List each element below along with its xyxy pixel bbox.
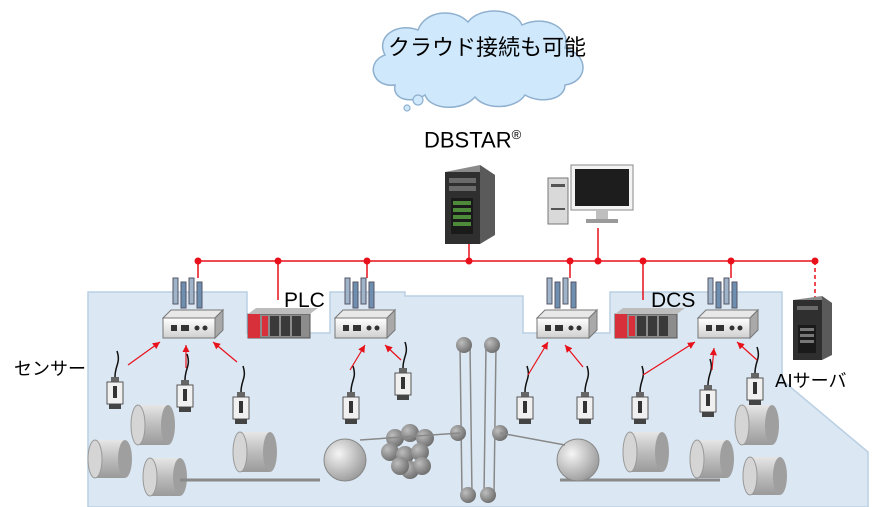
sensor-icon xyxy=(746,346,764,405)
roll-icon xyxy=(734,404,779,446)
roll-icon xyxy=(689,439,734,479)
sensor-icon xyxy=(576,365,594,424)
roll-icon xyxy=(742,456,787,496)
sensor-icon xyxy=(516,365,534,424)
sensor-icon xyxy=(342,365,360,424)
plc-icon xyxy=(247,308,318,339)
drum-icon xyxy=(323,438,367,482)
gateway-icon xyxy=(696,277,760,340)
sensor-icon xyxy=(631,365,649,424)
roll-icon xyxy=(130,404,175,446)
ai-server-icon xyxy=(793,296,832,360)
sensor-icon xyxy=(394,341,412,400)
roll-icon xyxy=(232,431,277,473)
workstation-icon xyxy=(547,164,634,225)
roller-icon xyxy=(411,443,429,461)
dcs-label: DCS xyxy=(651,289,696,312)
plc-label: PLC xyxy=(284,289,325,312)
roll-icon xyxy=(87,439,132,479)
dbstar-name: DBSTAR xyxy=(424,127,512,153)
web-path xyxy=(359,432,461,441)
gateway-icon xyxy=(333,277,397,340)
cloud-icon xyxy=(372,10,584,112)
roller-icon xyxy=(391,457,409,475)
guide-roller-icon xyxy=(456,337,472,353)
network-nodes xyxy=(194,257,819,265)
guide-roller-icon xyxy=(460,487,476,503)
process-equipment xyxy=(87,337,787,503)
roller-icon xyxy=(381,443,399,461)
dbstar-server-icon xyxy=(445,165,495,244)
guide-roller-icon xyxy=(484,337,500,353)
sensor-icon xyxy=(232,365,250,424)
registered-mark: ® xyxy=(511,127,522,142)
roll-icon xyxy=(142,457,187,497)
sensor-label: センサー xyxy=(14,359,86,380)
cloud-label: クラウド接続も可能 xyxy=(388,36,587,61)
web-path xyxy=(459,344,497,496)
sensor-icon xyxy=(106,350,124,409)
drum-icon xyxy=(556,438,600,482)
guide-roller-icon xyxy=(480,487,496,503)
gateway-icon xyxy=(161,277,225,340)
roll-icon xyxy=(622,431,669,473)
sensor-icon xyxy=(699,358,717,417)
dcs-icon xyxy=(614,308,685,339)
ai-server-label: AIサーバ xyxy=(775,371,847,392)
sensor-arrows xyxy=(127,341,758,376)
gateway-icon xyxy=(535,277,599,340)
roller-icon xyxy=(413,457,431,475)
dbstar-label: DBSTAR® xyxy=(424,127,521,153)
web-path xyxy=(499,432,566,446)
roller-icon xyxy=(416,429,434,447)
sensor-icon xyxy=(176,353,194,412)
